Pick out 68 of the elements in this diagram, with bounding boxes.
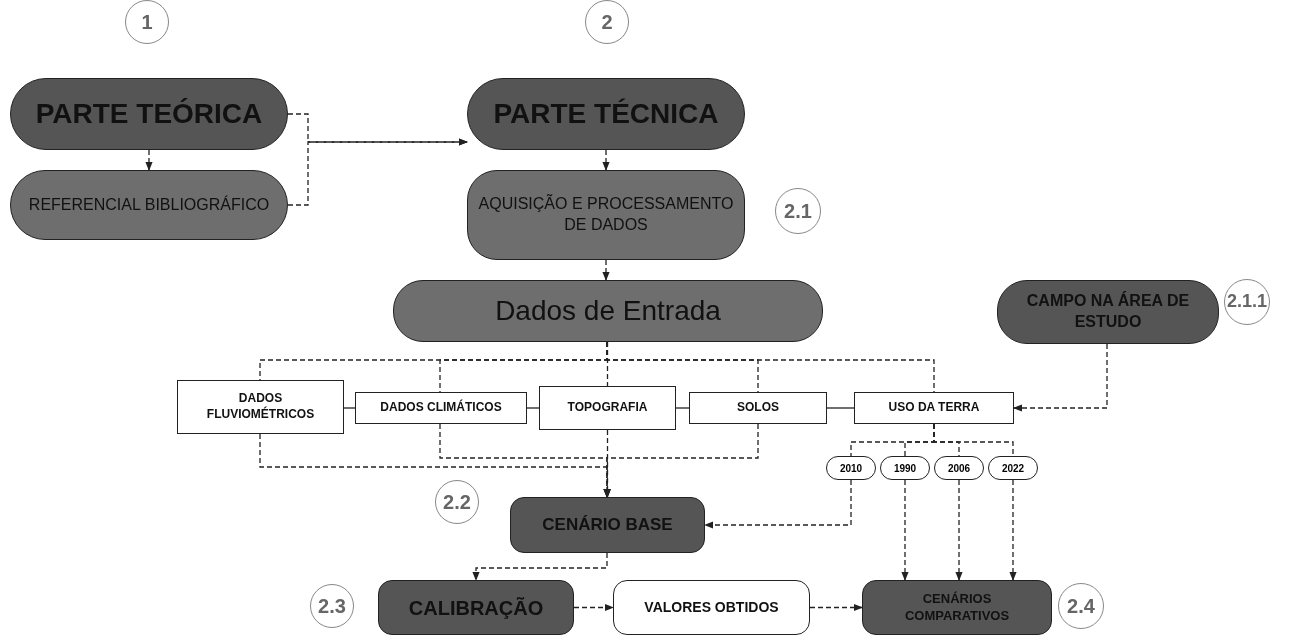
- process-box: [997, 280, 1219, 344]
- arrow: [602, 259, 610, 281]
- arrow: [901, 479, 909, 581]
- process-box: [467, 170, 745, 260]
- box-label: SOLOS: [737, 400, 779, 416]
- box-label: CENÁRIO BASE: [542, 513, 673, 536]
- arrow: [955, 479, 963, 581]
- connector-line: [826, 407, 855, 409]
- box-label: 2.2: [443, 490, 471, 515]
- box-label: 2022: [1001, 461, 1025, 475]
- data-box: [355, 392, 527, 424]
- box-label: CENÁRIOS COMPARATIVOS: [903, 590, 1011, 625]
- box-label: USO DA TERRA: [888, 400, 980, 416]
- process-box: [862, 580, 1052, 635]
- box-label: REFERENCIAL BIBLIOGRÁFICO: [28, 194, 270, 215]
- box-label: PARTE TEÓRICA: [35, 96, 263, 131]
- number-circle: [585, 0, 629, 44]
- box-label: 2010: [839, 461, 863, 475]
- box-label: CAMPO NA ÁREA DE ESTUDO: [1025, 291, 1191, 332]
- connector-line: [675, 407, 690, 409]
- box-label: 2.3: [318, 594, 346, 619]
- data-box: [177, 380, 344, 434]
- year-pill: [826, 456, 876, 480]
- arrow: [602, 149, 610, 171]
- box-label: Dados de Entrada: [495, 293, 721, 328]
- box-label: VALORES OBTIDOS: [644, 598, 779, 617]
- data-box: [689, 392, 827, 424]
- box-label: 2006: [947, 461, 971, 475]
- arrow: [603, 423, 759, 498]
- number-circle: [310, 584, 354, 628]
- arrow: [1013, 343, 1108, 412]
- arrow: [287, 138, 468, 206]
- process-box: [510, 497, 705, 553]
- box-label: 1: [141, 10, 153, 35]
- number-circle: [1224, 279, 1270, 325]
- process-box: [393, 280, 823, 342]
- year-pill: [880, 456, 930, 480]
- data-box: [854, 392, 1014, 424]
- arrow: [1009, 479, 1017, 581]
- number-circle: [775, 188, 821, 234]
- arrow: [472, 552, 608, 581]
- number-circle: [125, 0, 169, 44]
- data-box: [539, 386, 676, 430]
- box-label: PARTE TÉCNICA: [493, 96, 719, 131]
- connector-line: [526, 407, 540, 409]
- arrow: [573, 603, 614, 612]
- process-box: [378, 580, 574, 635]
- number-circle: [435, 480, 479, 524]
- process-box: [467, 78, 745, 150]
- box-label: DADOS CLIMÁTICOS: [380, 400, 502, 416]
- box-label: 2.1.1: [1226, 290, 1267, 314]
- connector-line: [933, 423, 1014, 457]
- box-label: 1990: [893, 461, 917, 475]
- year-pill: [988, 456, 1038, 480]
- box-label: TOPOGRAFIA: [567, 400, 648, 416]
- box-label: 2.4: [1067, 594, 1095, 619]
- box-label: AQUISIÇÃO E PROCESSAMENTO DE DADOS: [477, 194, 735, 235]
- box-label: DADOS FLUVIOMÉTRICOS: [205, 391, 316, 423]
- box-label: 2: [601, 10, 613, 35]
- arrow: [704, 479, 852, 529]
- year-pill: [934, 456, 984, 480]
- box-label: CALIBRAÇÃO: [408, 595, 544, 621]
- arrow: [809, 603, 863, 612]
- box-label: 2.1: [784, 199, 812, 224]
- connector-line: [343, 407, 356, 409]
- arrow: [145, 149, 153, 171]
- data-box: [613, 580, 810, 635]
- number-circle: [1058, 583, 1104, 629]
